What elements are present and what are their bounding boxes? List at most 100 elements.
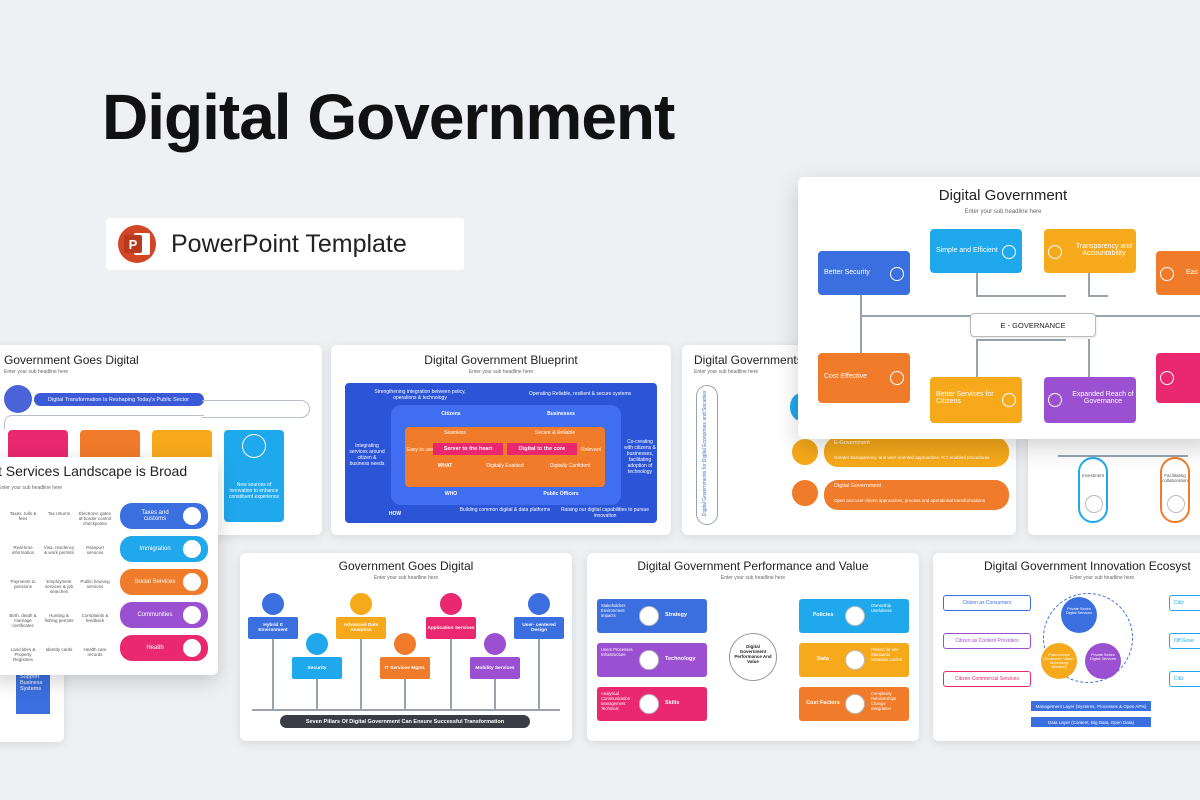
secure-label: Secure & Reliable xyxy=(534,430,576,436)
collaboration-icon xyxy=(1167,495,1185,513)
slide-title: Digital Government Innovation Ecosyst xyxy=(984,559,1191,573)
slide-title: Digital Government xyxy=(938,187,1068,204)
center-label: Digital Government Performance And Value xyxy=(734,644,772,664)
factor-label: Strategy xyxy=(665,612,688,618)
powerpoint-icon: P xyxy=(118,225,156,263)
pillar-stem xyxy=(272,639,274,709)
landscape-cell: Hunting & fishing permits xyxy=(44,613,74,623)
landscape-cell: Identity cards xyxy=(45,647,73,652)
slide-subtitle: Enter your sub headline here xyxy=(468,369,534,375)
factor-label: Cost Factors xyxy=(806,700,840,706)
box-cost-effective: Cost Effective xyxy=(818,353,910,403)
factor-icon xyxy=(845,694,865,714)
box-expanded-reach: Expanded Reach of Governance xyxy=(1044,377,1136,423)
category-icon xyxy=(182,605,202,625)
pillar-stem xyxy=(450,639,452,709)
slide-innovation-ecosystem: Digital Government Innovation Ecosyst En… xyxy=(933,553,1200,741)
row-title: E-Government xyxy=(834,440,870,446)
box-label: Eas xyxy=(1186,269,1199,276)
pillar-stem xyxy=(538,639,540,709)
row-title: Digital Government xyxy=(834,483,882,489)
data-layer: Data Layer (Content, Big Data, Open Data… xyxy=(1031,717,1151,727)
landscape-cell: Public housing services xyxy=(80,579,110,589)
box-simple-efficient: Simple and Efficient xyxy=(930,229,1022,273)
pill-label: Health xyxy=(146,645,164,651)
pillars-footer: Seven Pillars Of Digital Government Can … xyxy=(280,715,530,728)
ecosystem-left-item: Citizen Commercial Services xyxy=(943,671,1031,687)
investment-pill: Investment xyxy=(1078,457,1108,523)
slide-title: Digital Government Performance and Value xyxy=(637,559,869,573)
row-text: Open and user-driven approaches, process… xyxy=(834,498,986,503)
pill-label: Social Services xyxy=(134,579,176,585)
slide-subtitle: Enter your sub headline here xyxy=(0,485,63,491)
category-pill: Health xyxy=(120,635,208,661)
transparency-icon xyxy=(790,437,820,467)
row-egov: E-Government Greater transparency, and u… xyxy=(824,437,1009,467)
digitally-enabled-label: Digitally Enabled xyxy=(486,463,524,469)
category-icon xyxy=(182,638,202,658)
ecosystem-right-item: Citiz xyxy=(1169,671,1200,687)
pillar-label: Application Services xyxy=(426,617,476,639)
slide-subtitle: Enter your sub headline here xyxy=(373,575,439,581)
node-label: Private Sector Digital Services xyxy=(1089,653,1117,661)
pillar-label: Mobility Services xyxy=(470,657,520,679)
landscape-cell: Taxes, tolls & fees xyxy=(9,511,37,521)
factor-text: Complexity Relationships Change Integrat… xyxy=(871,691,897,711)
pill-label: Facilitating collaboration xyxy=(1162,473,1188,483)
server-heart-label: Server to the heart xyxy=(433,443,503,455)
bottom-mid-text: Building common digital & data platforms xyxy=(459,507,551,513)
pillar-stem xyxy=(494,679,496,709)
factor-label: Data xyxy=(817,656,829,662)
pillar: Mobility Services xyxy=(470,631,520,709)
factor-icon xyxy=(639,694,659,714)
e-governance-center: E - GOVERNANCE xyxy=(970,313,1096,337)
shield-icon xyxy=(890,267,904,281)
settings-icon xyxy=(1002,245,1016,259)
digital-core-label: Digital to the core xyxy=(507,443,577,455)
pill-label: Investment xyxy=(1081,473,1104,478)
investment-icon xyxy=(1085,495,1103,513)
slide-subtitle: Enter your sub headline here xyxy=(1070,575,1135,581)
public-officers-label: Public Officers xyxy=(543,491,579,497)
coins-icon xyxy=(890,371,904,385)
inner-panel: Citizens Businesses Seamless Secure & Re… xyxy=(391,405,621,505)
box-better-services: Better Services for Citizens xyxy=(930,377,1022,423)
category-pill: Social Services xyxy=(120,569,208,595)
hand-icon xyxy=(1160,267,1174,281)
ecosystem-left-item: Citizen as Content Providers xyxy=(943,633,1031,649)
lightbulb-icon xyxy=(242,434,266,458)
ecosystem-right-item: Off Gove xyxy=(1169,633,1200,649)
pillar: Security xyxy=(292,631,342,709)
box-label: Better Services for Citizens xyxy=(936,391,994,405)
right-top-text: Operating Reliable, resilient & secure s… xyxy=(528,391,632,397)
slide-subtitle: Enter your sub headline here xyxy=(4,369,69,375)
left-factor: Analytical Communication Management Tech… xyxy=(597,687,707,721)
pillar: Application Services xyxy=(426,591,476,709)
ecosystem-center-node: Private Sector Digital Services xyxy=(1061,597,1097,633)
left-side-text: Integrating services around citizen & bu… xyxy=(349,443,385,467)
category-pill: Communities xyxy=(120,602,208,628)
what-label: WHAT xyxy=(437,463,453,469)
landscape-cell: Birth, death & marriage certificates xyxy=(9,613,37,628)
card-cyan: New sources of innovation to enhance con… xyxy=(224,430,284,522)
landscape-cell: Visa, residency & work permits xyxy=(43,545,75,555)
box-pink xyxy=(1156,353,1200,403)
document-icon xyxy=(790,478,820,508)
pill-label: Communities xyxy=(137,612,173,618)
landscape-cell: Health care records xyxy=(83,647,107,657)
factor-text: Stakeholders Environment Impacts xyxy=(601,603,626,618)
slide-title: Digital Government Blueprint xyxy=(424,353,578,367)
easy-label: Easy to use xyxy=(406,447,434,453)
pillar-label: Advanced Data Analytics xyxy=(336,617,386,639)
factor-icon xyxy=(845,650,865,670)
collaboration-pill: Facilitating collaboration xyxy=(1160,457,1190,523)
box-label: Better Security xyxy=(824,269,870,276)
who-label: WHO xyxy=(444,491,458,497)
category-icon xyxy=(182,572,202,592)
pillar-stem xyxy=(404,679,406,709)
network-icon xyxy=(1048,393,1062,407)
row-digital-gov: Digital Government Open and user-driven … xyxy=(824,480,1009,510)
row-text: Greater transparency, and user-oriented … xyxy=(834,455,990,460)
connector xyxy=(202,400,310,418)
